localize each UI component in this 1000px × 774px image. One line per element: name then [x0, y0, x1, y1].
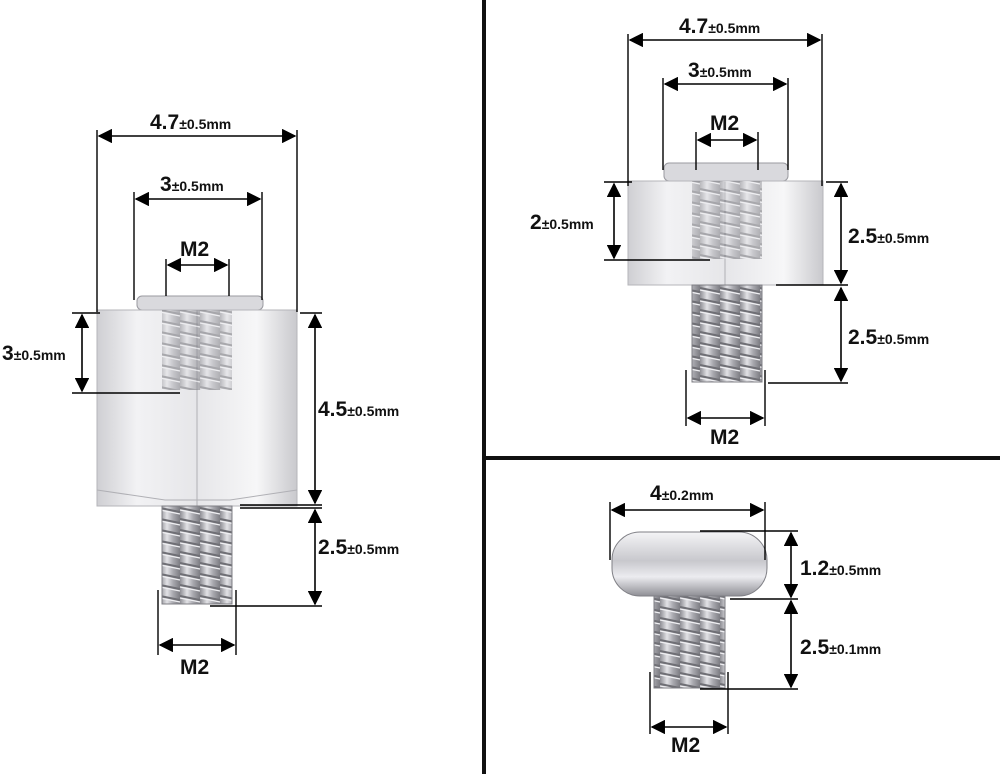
p2-width-outer-label: 4.7±0.5mm	[679, 15, 760, 38]
p1-width-outer-label: 4.7±0.5mm	[150, 111, 231, 134]
p1-width-inner-label: 3±0.5mm	[160, 173, 224, 196]
p3-thread-label: M2	[671, 734, 700, 757]
p1-thread-depth-label: 3±0.5mm	[2, 342, 66, 365]
p1-thread-top-label: M2	[180, 238, 209, 261]
p1-thread-bottom-label: M2	[180, 656, 209, 679]
p2-body-height-label: 2.5±0.5mm	[848, 225, 929, 248]
p2-thread-top-label: M2	[710, 112, 739, 135]
p2-thread-depth-label: 2±0.5mm	[530, 211, 594, 234]
p3-thread-length-label: 2.5±0.1mm	[800, 636, 881, 659]
p1-stud-length-label: 2.5±0.5mm	[318, 536, 399, 559]
p1-body-height-label: 4.5±0.5mm	[318, 398, 399, 421]
p2-width-inner-label: 3±0.5mm	[688, 59, 752, 82]
standoff-long-figure	[72, 128, 323, 655]
p3-head-height-label: 1.2±0.5mm	[800, 557, 881, 580]
screw-figure	[609, 502, 799, 735]
panel-dividers	[482, 0, 1000, 774]
p2-stud-length-label: 2.5±0.5mm	[848, 326, 929, 349]
p3-head-width-label: 4±0.2mm	[650, 482, 714, 505]
standoff-short-figure	[604, 32, 849, 426]
p2-thread-bottom-label: M2	[710, 426, 739, 449]
